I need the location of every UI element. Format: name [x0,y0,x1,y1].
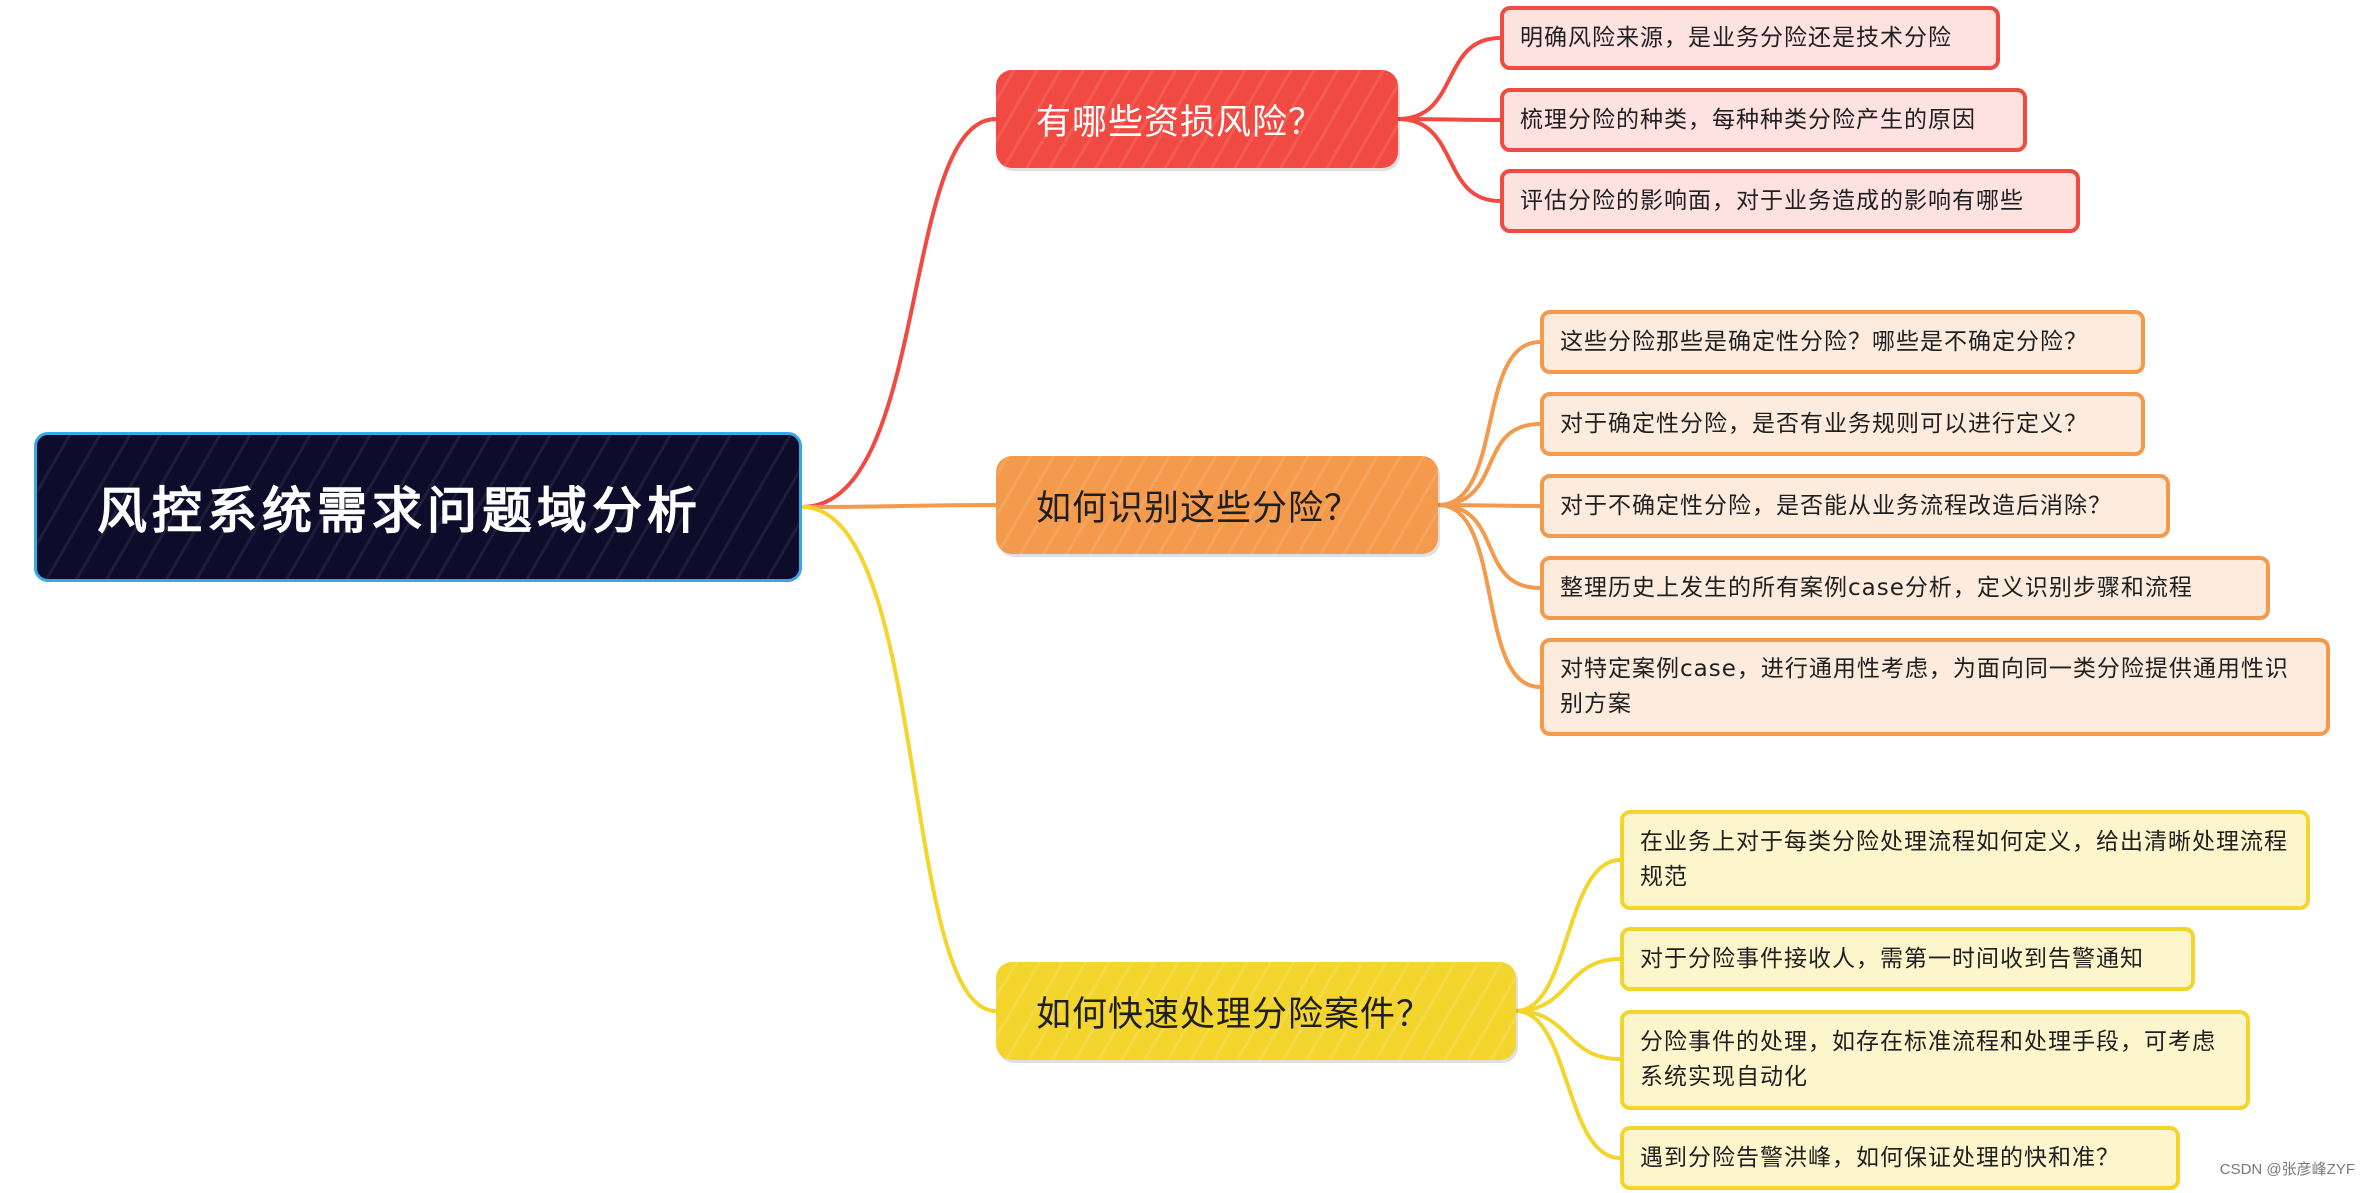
leaf-label: 对于分险事件接收人，需第一时间收到告警通知 [1640,945,2144,972]
leaf-label: 对于不确定性分险，是否能从业务流程改造后消除？ [1560,492,2112,519]
connector-root-to-branch-3 [800,505,998,1013]
connector-root-to-branch-1 [800,117,998,509]
branch-node-1[interactable]: 有哪些资损风险？ [996,70,1398,168]
connector-branch-1-leaf-3 [1396,117,1502,203]
connector-branch-2-leaf-4 [1436,503,1542,590]
branch-node-2[interactable]: 如何识别这些分险？ [996,456,1438,554]
connector-branch-1-leaf-1 [1396,36,1502,121]
leaf-node[interactable]: 梳理分险的种类，每种种类分险产生的原因 [1500,88,2027,152]
leaf-node[interactable]: 对于确定性分险，是否有业务规则可以进行定义？ [1540,392,2145,456]
connector-branch-2-leaf-1 [1436,340,1542,507]
leaf-node[interactable]: 分险事件的处理，如存在标准流程和处理手段，可考虑系统实现自动化 [1620,1010,2250,1110]
leaf-label: 明确风险来源，是业务分险还是技术分险 [1520,24,1952,51]
leaf-node[interactable]: 遇到分险告警洪峰，如何保证处理的快和准？ [1620,1126,2180,1190]
branch-label: 如何快速处理分险案件？ [1036,994,1433,1035]
connector-branch-3-leaf-4 [1514,1009,1622,1160]
leaf-label: 评估分险的影响面，对于业务造成的影响有哪些 [1520,187,2024,214]
leaf-label: 分险事件的处理，如存在标准流程和处理手段，可考虑系统实现自动化 [1640,1029,2216,1090]
connector-branch-3-leaf-2 [1514,957,1622,1013]
leaf-label: 这些分险那些是确定性分险？哪些是不确定分险？ [1560,328,2088,355]
connector-branch-2-leaf-2 [1436,422,1542,507]
leaf-label: 对特定案例case，进行通用性考虑，为面向同一类分险提供通用性识别方案 [1560,656,2289,717]
leaf-label: 对于确定性分险，是否有业务规则可以进行定义？ [1560,410,2088,437]
connector-branch-3-leaf-3 [1514,1009,1622,1061]
branch-node-3[interactable]: 如何快速处理分险案件？ [996,962,1516,1060]
branch-label: 如何识别这些分险？ [1036,488,1361,529]
leaf-node[interactable]: 这些分险那些是确定性分险？哪些是不确定分险？ [1540,310,2145,374]
leaf-node[interactable]: 在业务上对于每类分险处理流程如何定义，给出清晰处理流程规范 [1620,810,2310,910]
leaf-node[interactable]: 对特定案例case，进行通用性考虑，为面向同一类分险提供通用性识别方案 [1540,638,2330,736]
connector-branch-2-leaf-5 [1436,503,1542,689]
connector-branch-3-leaf-1 [1514,858,1622,1013]
connector-root-to-branch-2 [800,503,998,509]
leaf-label: 遇到分险告警洪峰，如何保证处理的快和准？ [1640,1144,2120,1171]
leaf-label: 在业务上对于每类分险处理流程如何定义，给出清晰处理流程规范 [1640,829,2288,890]
root-label: 风控系统需求问题域分析 [97,482,702,540]
branch-label: 有哪些资损风险？ [1036,102,1325,143]
leaf-node[interactable]: 整理历史上发生的所有案例case分析，定义识别步骤和流程 [1540,556,2270,620]
root-node[interactable]: 风控系统需求问题域分析 [34,432,802,582]
leaf-label: 梳理分险的种类，每种种类分险产生的原因 [1520,106,1976,133]
leaf-node[interactable]: 明确风险来源，是业务分险还是技术分险 [1500,6,2000,70]
leaf-node[interactable]: 对于不确定性分险，是否能从业务流程改造后消除？ [1540,474,2170,538]
leaf-label: 整理历史上发生的所有案例case分析，定义识别步骤和流程 [1560,574,2193,601]
leaf-node[interactable]: 评估分险的影响面，对于业务造成的影响有哪些 [1500,169,2080,233]
leaf-node[interactable]: 对于分险事件接收人，需第一时间收到告警通知 [1620,927,2195,991]
credit-watermark: CSDN @张彦峰ZYF [2219,1161,2355,1178]
